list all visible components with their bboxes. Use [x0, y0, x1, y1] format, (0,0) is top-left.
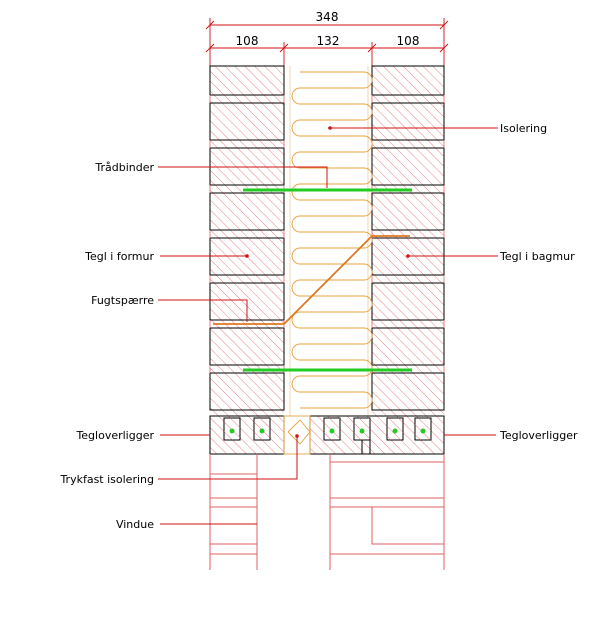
leader-dots [245, 126, 410, 438]
lintel-row [209, 415, 445, 455]
dimension-outer-leaf: 108 [236, 34, 259, 48]
dimension-inner-leaf: 108 [397, 34, 420, 48]
outer-leaf-bricks [209, 65, 285, 416]
leader-lines [158, 127, 498, 525]
dimension-cavity: 132 [317, 34, 340, 48]
damp-proof-course [213, 235, 410, 325]
inner-leaf-bricks [371, 65, 445, 416]
label-tegl-bagmur: Tegl i bagmur [499, 250, 575, 263]
label-trykfast-isolering: Trykfast isolering [59, 473, 154, 486]
window-area [209, 454, 445, 570]
label-tradbinder: Trådbinder [94, 161, 154, 174]
wall-ties [243, 188, 412, 372]
label-tegloverligger-left: Tegloverligger [75, 429, 154, 442]
label-tegloverligger-right: Tegloverligger [499, 429, 578, 442]
lintel-box-hatch [224, 418, 431, 440]
reinforcement-bars [229, 428, 426, 434]
label-fugtspaerre: Fugtspærre [91, 294, 154, 307]
cavity-insulation [289, 66, 373, 416]
label-isolering: Isolering [500, 122, 547, 135]
label-tegl-formur: Tegl i formur [84, 250, 154, 263]
label-vindue: Vindue [116, 518, 154, 531]
dimension-total: 348 [316, 10, 339, 24]
dimension-lines [205, 18, 449, 66]
